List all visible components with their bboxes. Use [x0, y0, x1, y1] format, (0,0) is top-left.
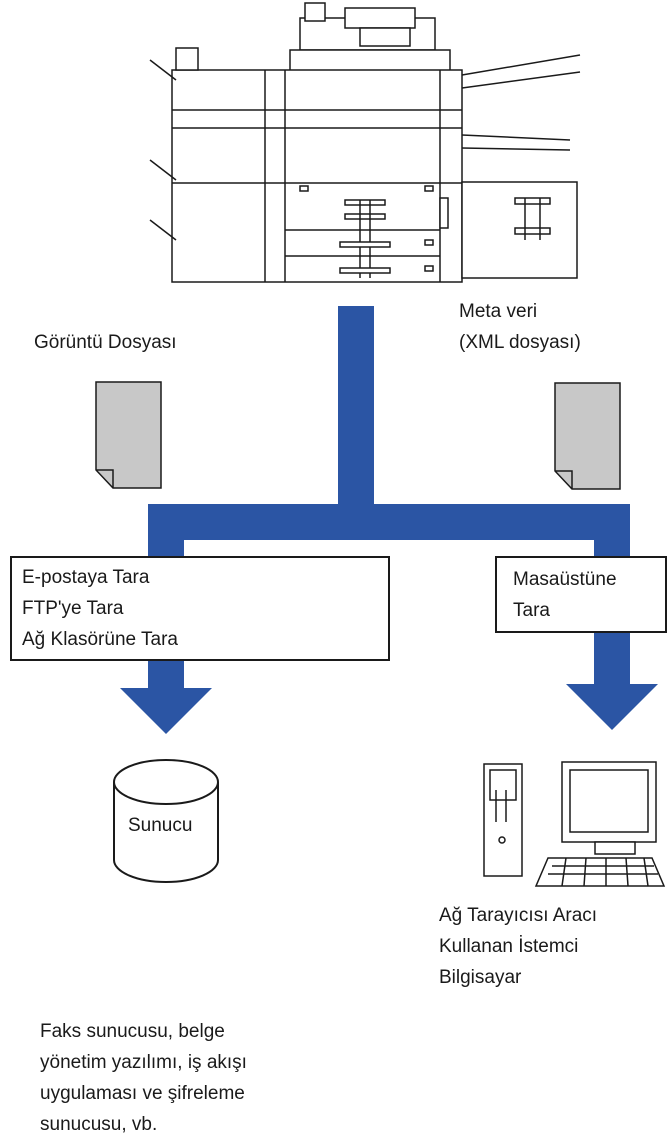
scan-to-desktop-line1: Masaüstüne [513, 569, 617, 590]
footer-line3: uygulaması ve şifreleme [40, 1083, 245, 1104]
footer-line1: Faks sunucusu, belge [40, 1021, 225, 1042]
scan-destinations-box: E-postaya Tara FTP'ye Tara Ağ Klasörüne … [10, 556, 390, 661]
footer-line4: sunucusu, vb. [40, 1114, 158, 1135]
metadata-document-icon [554, 382, 621, 490]
client-label-line2: Kullanan İstemci [439, 936, 579, 957]
server-label: Sunucu [128, 815, 193, 836]
scan-to-network-folder-label: Ağ Klasörüne Tara [22, 629, 178, 650]
scan-to-ftp-label: FTP'ye Tara [22, 598, 124, 619]
client-label-line3: Bilgisayar [439, 967, 522, 988]
image-file-document-icon [95, 381, 162, 489]
scan-to-desktop-box: Masaüstüne Tara [495, 556, 667, 633]
client-label-line1: Ağ Tarayıcısı Aracı [439, 905, 598, 926]
image-file-label: Görüntü Dosyası [34, 332, 177, 353]
scan-to-desktop-line2: Tara [513, 600, 550, 621]
metadata-label: Meta veri (XML dosyası) [459, 296, 581, 358]
metadata-label-line2: (XML dosyası) [459, 332, 581, 353]
metadata-label-line1: Meta veri [459, 301, 538, 322]
client-computer-icon [483, 761, 666, 887]
flow-connector [148, 306, 630, 558]
multifunction-printer-illustration [149, 2, 581, 283]
flow-arrow-left [120, 656, 212, 734]
server-cylinder-icon [113, 759, 219, 883]
footer-line2: yönetim yazılımı, iş akışı [40, 1052, 247, 1073]
flow-arrow-right [566, 630, 658, 730]
scan-to-email-label: E-postaya Tara [22, 567, 150, 588]
destination-description: Faks sunucusu, belge yönetim yazılımı, i… [40, 1016, 247, 1140]
client-computer-label: Ağ Tarayıcısı Aracı Kullanan İstemci Bil… [439, 900, 597, 993]
